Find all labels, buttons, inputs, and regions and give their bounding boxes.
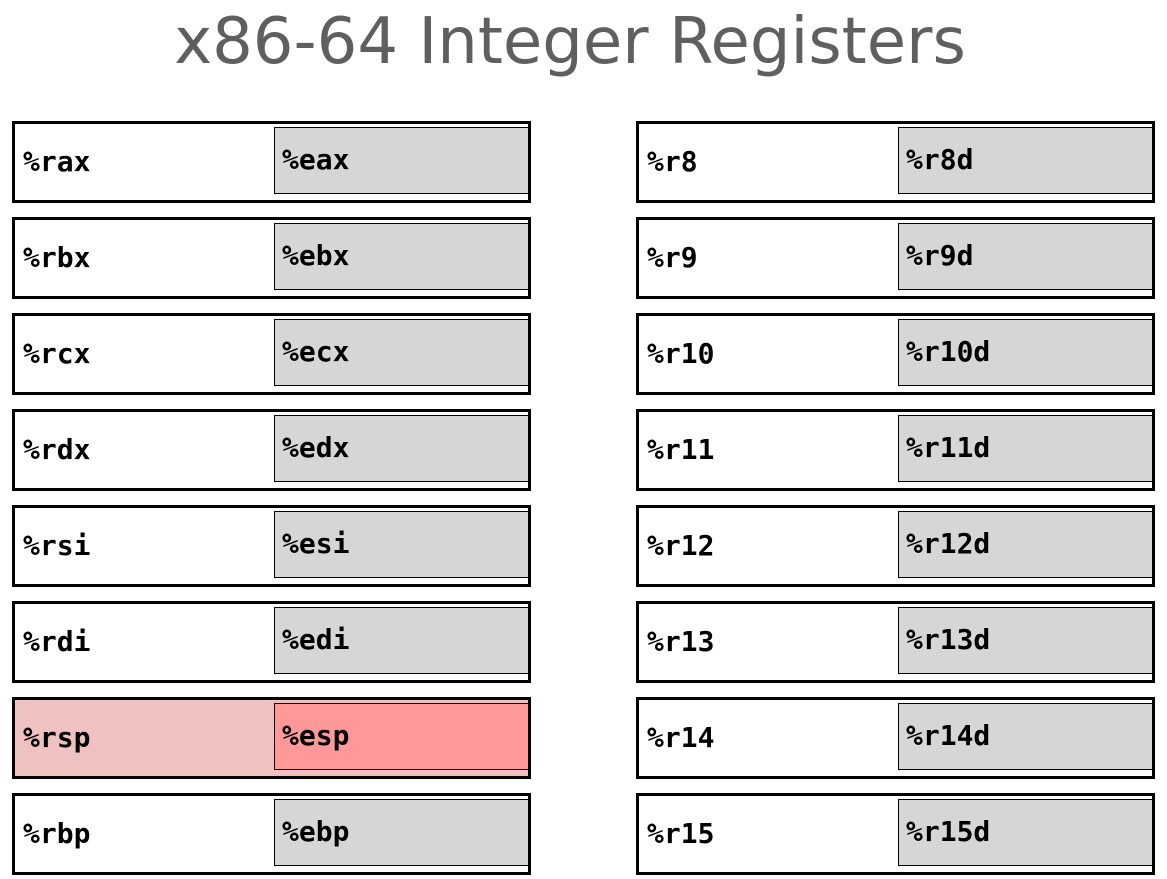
register-rdi: %rdi %edi	[12, 601, 531, 683]
register-64bit-label: %r10	[647, 337, 715, 370]
register-r9: %r9 %r9d	[636, 217, 1155, 299]
register-64bit-label: %r11	[647, 433, 715, 466]
register-32bit-label: %eax	[282, 143, 350, 176]
register-32bit-box: %r12d	[898, 511, 1153, 578]
register-32bit-label: %edi	[282, 623, 350, 656]
register-r15: %r15 %r15d	[636, 793, 1155, 875]
register-r8: %r8 %r8d	[636, 121, 1155, 203]
register-32bit-box: %esp	[274, 703, 529, 770]
register-32bit-label: %ebx	[282, 239, 350, 272]
register-64bit-label: %r8	[647, 145, 698, 178]
register-64bit-label: %r14	[647, 721, 715, 754]
register-32bit-box: %ebx	[274, 223, 529, 290]
register-32bit-label: %r9d	[906, 239, 974, 272]
register-64bit-label: %rax	[23, 145, 91, 178]
register-64bit-label: %r9	[647, 241, 698, 274]
register-r11: %r11 %r11d	[636, 409, 1155, 491]
register-rbp: %rbp %ebp	[12, 793, 531, 875]
register-32bit-box: %r14d	[898, 703, 1153, 770]
register-64bit-label: %rdx	[23, 433, 91, 466]
register-32bit-label: %edx	[282, 431, 350, 464]
register-32bit-box: %edi	[274, 607, 529, 674]
register-32bit-box: %ecx	[274, 319, 529, 386]
register-32bit-box: %r11d	[898, 415, 1153, 482]
register-32bit-label: %r12d	[906, 527, 991, 560]
register-32bit-label: %r11d	[906, 431, 991, 464]
register-rdx: %rdx %edx	[12, 409, 531, 491]
register-32bit-label: %ebp	[282, 815, 350, 848]
register-rax: %rax %eax	[12, 121, 531, 203]
register-64bit-label: %rdi	[23, 625, 91, 658]
register-rsi: %rsi %esi	[12, 505, 531, 587]
register-64bit-label: %rsi	[23, 529, 91, 562]
register-32bit-box: %eax	[274, 127, 529, 194]
register-32bit-label: %ecx	[282, 335, 350, 368]
register-32bit-box: %ebp	[274, 799, 529, 866]
register-r10: %r10 %r10d	[636, 313, 1155, 395]
register-32bit-label: %r8d	[906, 143, 974, 176]
register-32bit-label: %esp	[282, 719, 350, 752]
register-32bit-label: %esi	[282, 527, 350, 560]
register-64bit-label: %r15	[647, 817, 715, 850]
register-64bit-label: %r12	[647, 529, 715, 562]
register-r12: %r12 %r12d	[636, 505, 1155, 587]
register-32bit-label: %r10d	[906, 335, 991, 368]
register-32bit-label: %r13d	[906, 623, 991, 656]
register-64bit-label: %rbx	[23, 241, 91, 274]
register-rbx: %rbx %ebx	[12, 217, 531, 299]
register-32bit-box: %r15d	[898, 799, 1153, 866]
register-32bit-label: %r15d	[906, 815, 991, 848]
page-title: x86-64 Integer Registers	[174, 5, 966, 79]
register-64bit-label: %rcx	[23, 337, 91, 370]
register-32bit-box: %esi	[274, 511, 529, 578]
register-32bit-box: %edx	[274, 415, 529, 482]
register-64bit-label: %rbp	[23, 817, 91, 850]
register-32bit-label: %r14d	[906, 719, 991, 752]
register-r14: %r14 %r14d	[636, 697, 1155, 779]
register-32bit-box: %r10d	[898, 319, 1153, 386]
register-64bit-label: %r13	[647, 625, 715, 658]
register-32bit-box: %r9d	[898, 223, 1153, 290]
register-32bit-box: %r13d	[898, 607, 1153, 674]
register-rsp: %rsp %esp	[12, 697, 531, 779]
register-32bit-box: %r8d	[898, 127, 1153, 194]
register-64bit-label: %rsp	[23, 721, 91, 754]
register-r13: %r13 %r13d	[636, 601, 1155, 683]
register-rcx: %rcx %ecx	[12, 313, 531, 395]
